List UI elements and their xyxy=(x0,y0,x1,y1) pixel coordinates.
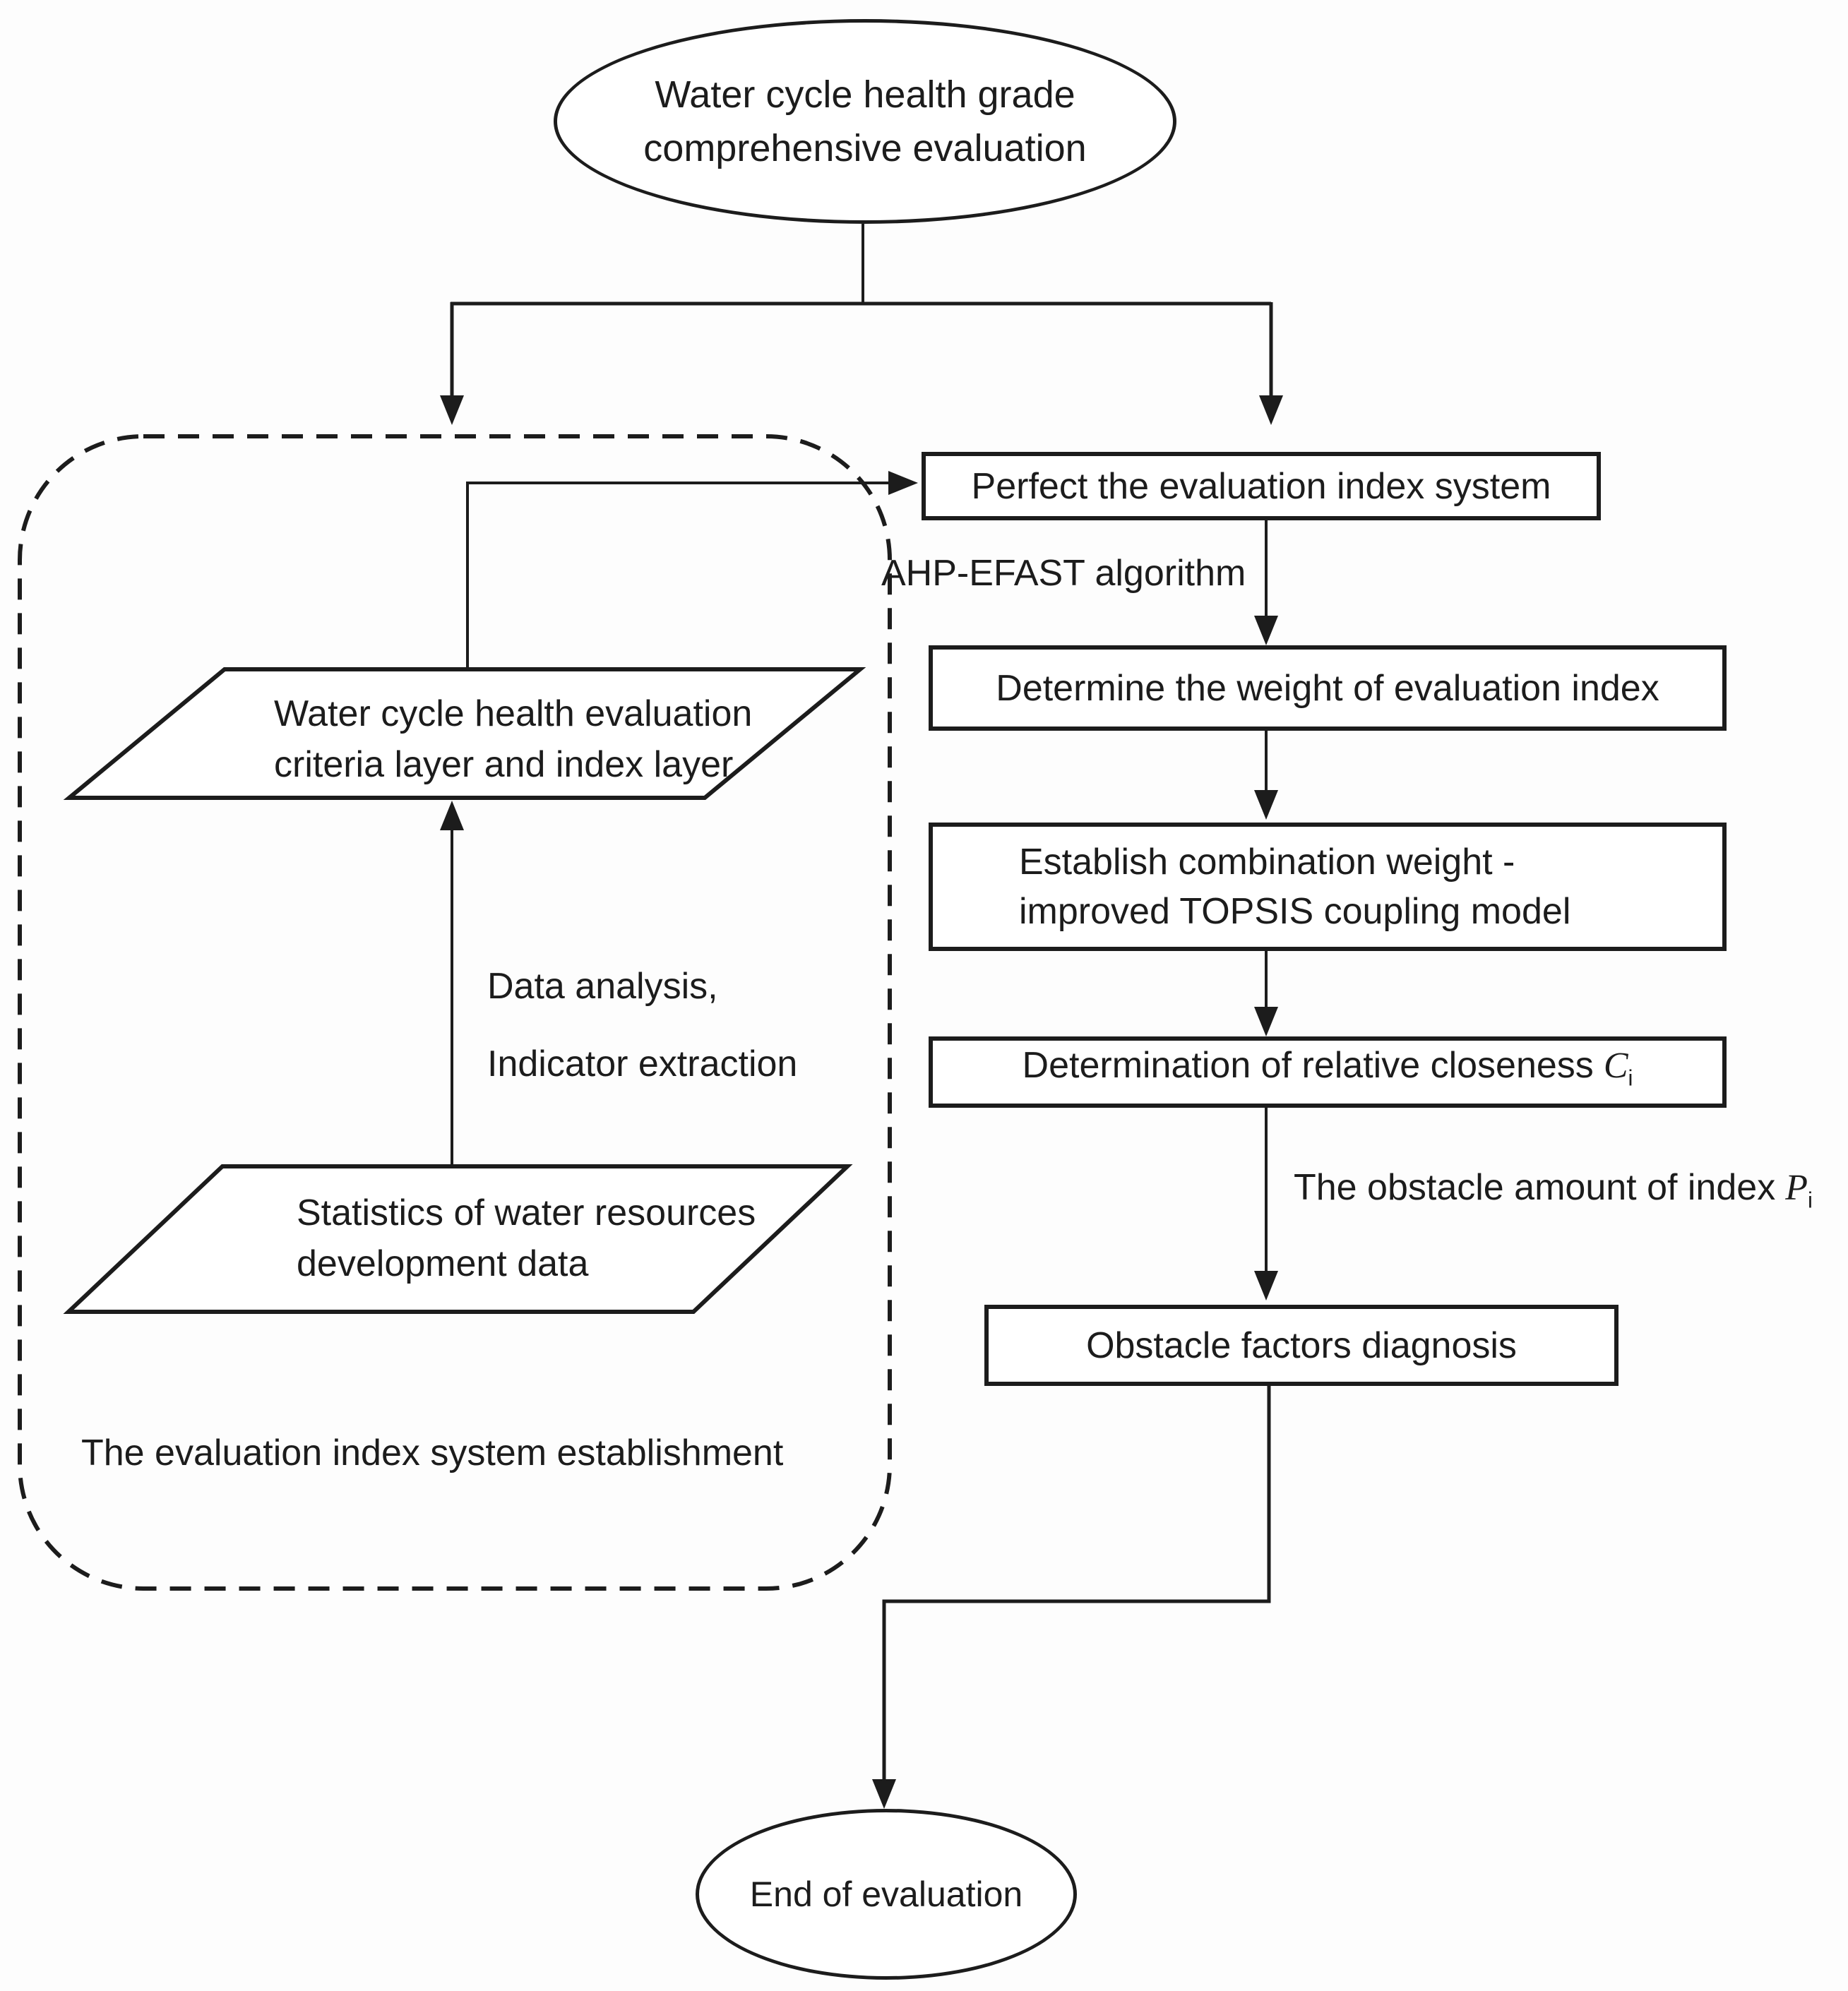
start-line-1: Water cycle health grade xyxy=(655,73,1075,116)
edge-criteria-to-perfect xyxy=(466,482,888,669)
closeness-math-sub: i xyxy=(1628,1065,1633,1091)
determine-label: Determine the weight of evaluation index xyxy=(996,667,1659,709)
edge-label-data-analysis: Data analysis, Indicator extraction xyxy=(487,947,797,1103)
arrowhead-into-perfect-from-branch xyxy=(1259,395,1283,425)
criteria-parallelogram-label: Water cycle health evaluation criteria l… xyxy=(274,688,752,790)
determine-process-box: Determine the weight of evaluation index xyxy=(929,645,1727,731)
arrowhead-into-end xyxy=(872,1779,896,1809)
criteria-line-2: criteria layer and index layer xyxy=(274,744,734,785)
arrowhead-into-dashed-region xyxy=(440,395,464,425)
data-analysis-line-1: Data analysis, xyxy=(487,966,718,1007)
dashed-region-caption: The evaluation index system establishmen… xyxy=(81,1433,784,1473)
arrowhead-into-closeness xyxy=(1254,1007,1278,1036)
perfect-process-box: Perfect the evaluation index system xyxy=(922,452,1601,520)
establish-process-box: Establish combination weight - improved … xyxy=(929,823,1727,951)
arrowhead-into-establish xyxy=(1254,790,1278,820)
obstacle-amount-math-var: P xyxy=(1785,1168,1808,1208)
edge-label-ahp-efast: AHP-EFAST algorithm xyxy=(881,553,1246,594)
data-analysis-line-2: Indicator extraction xyxy=(487,1044,798,1084)
statistics-parallelogram-shape xyxy=(63,1164,853,1314)
end-label: End of evaluation xyxy=(749,1875,1023,1914)
criteria-line-1: Water cycle health evaluation xyxy=(274,693,753,734)
statistics-parallelogram-label: Statistics of water resources developmen… xyxy=(297,1188,756,1289)
obstacle-process-box: Obstacle factors diagnosis xyxy=(984,1305,1619,1386)
closeness-label: Determination of relative closeness xyxy=(1022,1045,1594,1087)
statistics-line-1: Statistics of water resources xyxy=(297,1192,756,1233)
establish-line-1: Establish combination weight - xyxy=(1019,842,1515,883)
end-ellipse: End of evaluation xyxy=(696,1809,1077,1980)
obstacle-label: Obstacle factors diagnosis xyxy=(1086,1325,1517,1366)
statistics-line-2: development data xyxy=(297,1243,589,1284)
arrowhead-into-criteria xyxy=(440,801,464,830)
arrowhead-into-determine xyxy=(1254,616,1278,645)
closeness-math-var: C xyxy=(1603,1046,1628,1087)
obstacle-amount-math-sub: i xyxy=(1808,1188,1813,1213)
start-line-2: comprehensive evaluation xyxy=(643,127,1087,169)
perfect-label: Perfect the evaluation index system xyxy=(971,465,1551,507)
dashed-region-border xyxy=(18,434,892,1591)
arrowhead-into-perfect-box xyxy=(888,471,918,495)
arrowhead-into-obstacle xyxy=(1254,1271,1278,1301)
obstacle-amount-text: The obstacle amount of index xyxy=(1294,1167,1776,1208)
criteria-parallelogram-shape xyxy=(63,667,866,800)
start-ellipse: Water cycle health grade comprehensive e… xyxy=(554,19,1176,224)
establish-line-2: improved TOPSIS coupling model xyxy=(1019,891,1571,932)
edge-obstacle-to-end xyxy=(882,1386,1271,1779)
